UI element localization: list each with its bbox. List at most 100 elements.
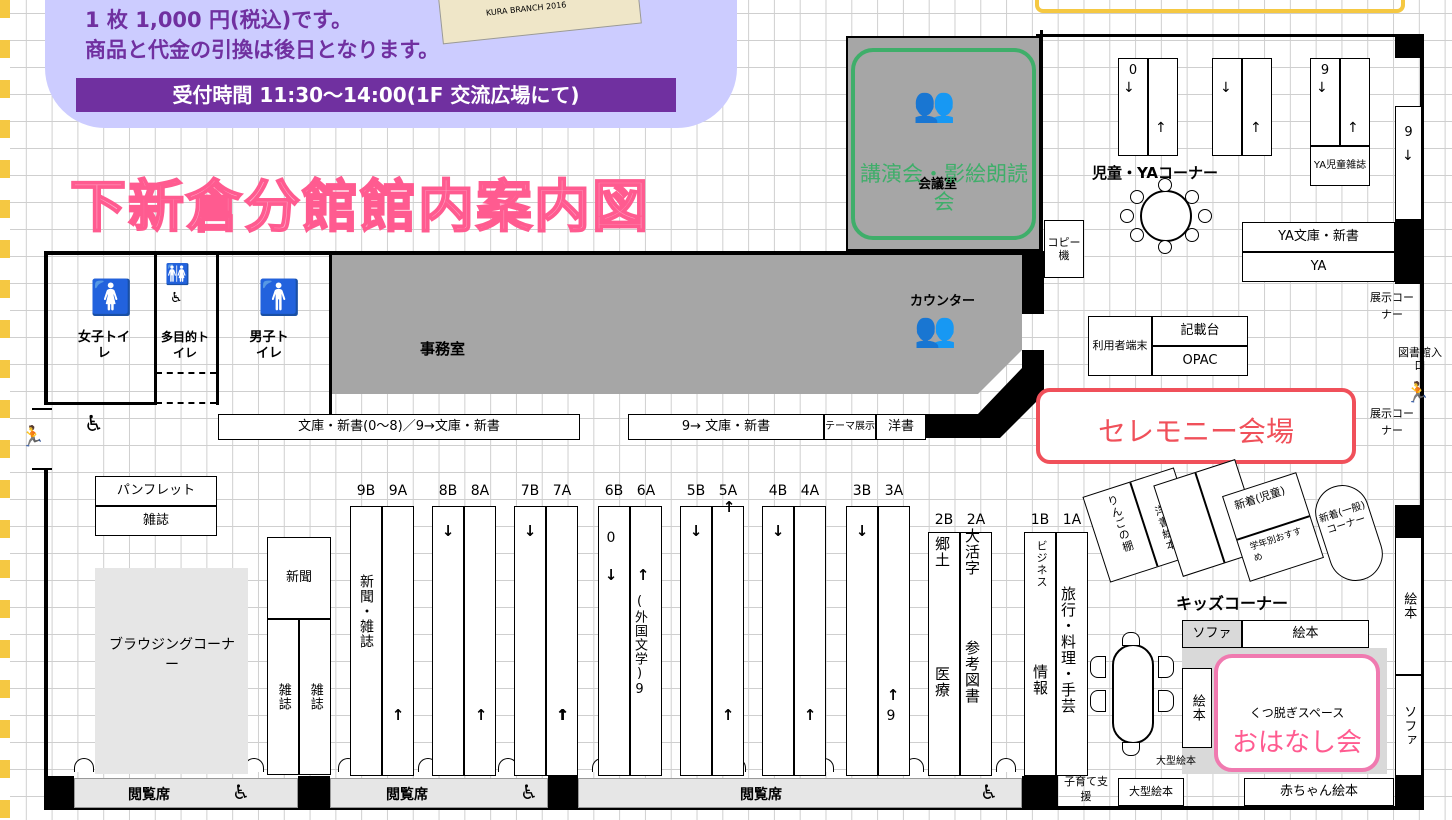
story-event-frame — [1214, 654, 1380, 772]
chair — [1185, 190, 1199, 204]
shelf-9A — [382, 506, 414, 776]
shelf-magazine-b: 雑誌 — [299, 619, 331, 775]
wheelchair-icon: ♿ — [170, 290, 183, 306]
shelf-ya: YA — [1242, 252, 1395, 282]
shelf-yosho: 洋書 — [876, 414, 926, 440]
iryo-label: 医療 — [933, 666, 951, 698]
shelf-bunko-2: 9→ 文庫・新書 — [628, 414, 824, 440]
arrow-up-icon: ↑ — [1155, 120, 1167, 136]
wheelchair-seat-icon: ♿ — [980, 780, 998, 804]
shelf-ya-bunko: YA文庫・新書 — [1242, 222, 1395, 252]
childrens-ya-label: 児童・YAコーナー — [1092, 164, 1219, 182]
arrow-down-icon: ↓ — [1316, 80, 1328, 96]
chair — [1130, 190, 1144, 204]
oval-table — [1112, 644, 1154, 744]
arrow-down-icon: ↓ — [1123, 80, 1135, 96]
daikatsuji-label: 大活字 — [963, 528, 981, 576]
shelf-8B — [432, 506, 464, 776]
shelf-7A — [546, 506, 578, 776]
kyodo-label: 郷土 — [933, 536, 951, 568]
shelf-theme: テーマ展示 — [824, 414, 876, 440]
jyoho-label: 情報 — [1031, 664, 1049, 696]
wheelchair-seat-icon: ♿ — [232, 780, 250, 804]
story-event-label: おはなし会 — [1231, 728, 1362, 758]
shelf-2B — [928, 532, 960, 776]
tenji-label-1: 展示コーナー — [1370, 291, 1414, 321]
pillar — [1022, 252, 1044, 314]
kids-ehon-small: 絵本 — [1182, 668, 1212, 748]
shelf-magazine: 雑誌 — [95, 506, 217, 536]
entrance-exit-icon: 🏃 — [1405, 380, 1430, 404]
shelf-2A — [960, 532, 992, 776]
pillar — [1022, 776, 1058, 810]
arrow-down-icon: ↓ — [855, 522, 869, 540]
child-shelf-6 — [1340, 58, 1370, 146]
arrow-down-icon: ↓ — [441, 522, 455, 540]
shelf-code-4A: 4A — [800, 483, 820, 499]
child-shelf-4 — [1242, 58, 1272, 156]
shelf-code-5A: 5A — [718, 483, 738, 499]
akachan-ehon: 赤ちゃん絵本 — [1244, 778, 1394, 806]
arrow-down-icon: ↓ — [1402, 148, 1414, 164]
door-dashed — [156, 372, 216, 374]
arrow-up-icon: ↑ — [556, 706, 570, 724]
reading-seats-label-2: 閲覧席 — [386, 787, 428, 803]
chair — [1090, 690, 1106, 712]
meeting-room-label: 会議室 — [918, 177, 958, 192]
shelf-code-7B: 7B — [520, 483, 540, 499]
arrow-up-icon: ↑ — [474, 706, 488, 724]
reading-seats-label-1: 閲覧席 — [128, 787, 170, 803]
shelf-4B — [762, 506, 794, 776]
child-shelf-2 — [1148, 58, 1178, 156]
browsing-corner — [95, 568, 248, 774]
entrance-label: 図書館入口 — [1398, 346, 1442, 373]
reading-seats-1 — [74, 778, 298, 808]
pillar — [44, 776, 74, 810]
left-decoration — [0, 0, 10, 820]
ryoko-label: 旅行・料理・手芸 — [1059, 586, 1077, 714]
shelf-code-6B: 6B — [604, 483, 624, 499]
shelf-bunko-1: 文庫・新書(0～8)／9→文庫・新書 — [218, 414, 580, 440]
kids-ehon: 絵本 — [1242, 620, 1369, 648]
arrow-up-icon: ↑ — [555, 706, 569, 724]
shelf-4A — [794, 506, 826, 776]
three-a-nine: 9 — [886, 708, 896, 724]
shelf-code-9B: 9B — [356, 483, 376, 499]
banner-line2: 商品と代金の引換は後日となります。 — [85, 38, 440, 62]
arrow-up-icon: ↑ — [886, 686, 900, 704]
wall — [32, 468, 52, 470]
chair — [1158, 240, 1172, 254]
kids-sofa: ソファ — [1182, 620, 1242, 648]
arrow-down-icon: ↓ — [771, 522, 785, 540]
shelf-code-4B: 4B — [768, 483, 788, 499]
pillar — [298, 776, 330, 810]
pillar — [1395, 505, 1422, 537]
oogata-label-1: 大型絵本 — [1156, 756, 1196, 767]
shelf-code-1B: 1B — [1030, 512, 1050, 528]
shelf-newspaper: 新聞 — [267, 537, 331, 619]
arrow-up-icon: ↑ — [636, 566, 650, 584]
ringo-label: りんごの棚 — [1104, 493, 1136, 555]
arrow-up-icon: ↑ — [1347, 120, 1359, 136]
wall — [44, 251, 48, 403]
chair — [1120, 209, 1134, 223]
wall-shelf-9: 9 — [1395, 106, 1422, 220]
arrow-up-icon: ↑ — [721, 706, 735, 724]
shelf-9B — [350, 506, 382, 776]
pillar — [1395, 776, 1422, 810]
counter-label: カウンター — [910, 294, 976, 309]
six-b-zero: 0 — [606, 530, 616, 546]
shelf-1B — [1024, 532, 1056, 776]
chair — [74, 758, 94, 772]
kisaidai: 記載台 — [1152, 316, 1248, 346]
chair — [1130, 228, 1144, 242]
shelf-code-3A: 3A — [884, 483, 904, 499]
meeting-event-label: 講演会・影絵朗読会 — [860, 162, 1028, 215]
child-shelf-1: 0 — [1118, 58, 1148, 156]
oogata-ehon: 大型絵本 — [1118, 778, 1184, 806]
pillar — [1395, 220, 1422, 284]
reading-seats-3 — [578, 778, 1022, 808]
chair — [1158, 656, 1174, 678]
arrow-down-icon: ↓ — [523, 522, 537, 540]
men-toilet-label: 男子トイレ — [249, 330, 289, 361]
